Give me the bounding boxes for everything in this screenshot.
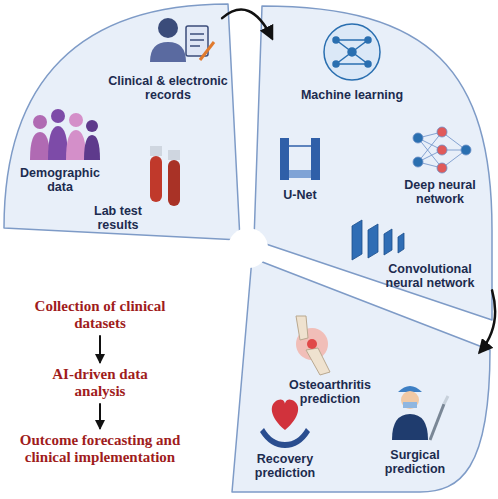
- sector-label: Machine learning: [282, 88, 422, 102]
- step-label: Outcome forecasting and clinical impleme…: [0, 432, 200, 466]
- sector-label: Osteoarthritis prediction: [275, 378, 385, 406]
- step-label: Collection of clinical datasets: [15, 298, 185, 332]
- sector-label: Surgical prediction: [370, 448, 460, 476]
- sector-panel: Osteoarthritis predictionRecovery predic…: [228, 252, 494, 496]
- flow-arrow: [99, 404, 101, 428]
- flow-arrow: [99, 336, 101, 362]
- sector-shape: [232, 258, 490, 492]
- sector-shape: [4, 4, 240, 240]
- step-text: Outcome forecasting and clinical impleme…: [0, 432, 200, 466]
- step-label: AI-driven data analysis: [35, 366, 165, 400]
- sector-label: Deep neural network: [390, 178, 490, 206]
- step-text: Collection of clinical datasets: [15, 298, 185, 332]
- sector-label: Clinical & electronic records: [107, 74, 229, 102]
- sector-label: Convolutional neural network: [377, 262, 483, 290]
- sector-label: U-Net: [270, 188, 330, 202]
- sector-label: Recovery prediction: [240, 452, 330, 480]
- sector-label: Demographic data: [14, 166, 106, 194]
- sector-label: Lab test results: [86, 204, 150, 232]
- step-text: AI-driven data analysis: [35, 366, 165, 400]
- sector-panel: Clinical & electronic recordsDemographic…: [2, 2, 246, 246]
